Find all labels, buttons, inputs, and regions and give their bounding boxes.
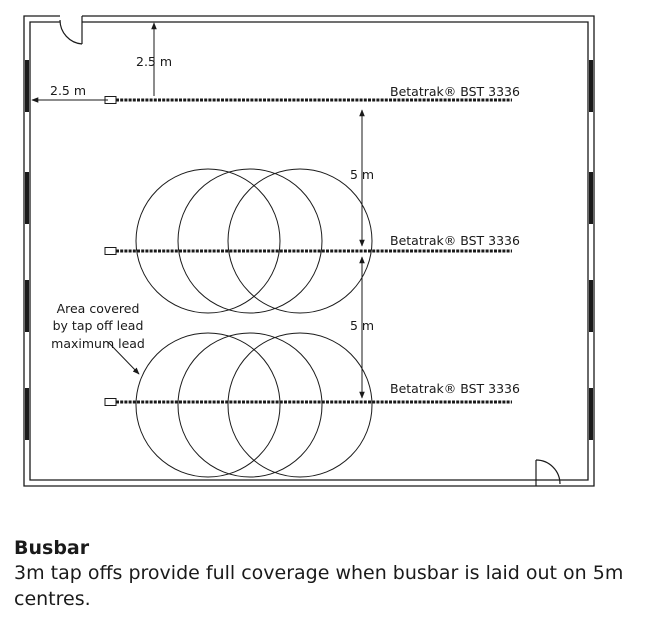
room-walls: [23, 15, 595, 487]
busbar-runs: [104, 96, 512, 406]
coverage-note-line-3: maximum lead: [51, 336, 145, 351]
door-bottom-right: [535, 459, 561, 486]
coverage-note: Area covered by tap off lead maximum lea…: [51, 301, 145, 351]
caption: Busbar 3m tap offs provide full coverage…: [14, 536, 664, 612]
wall-windows: [25, 60, 593, 440]
coverage-circle: [177, 332, 323, 478]
dimension-top-offset: 2.5 m: [136, 54, 172, 69]
dimension-spacing-1: 5 m: [350, 167, 374, 182]
coverage-circles: [135, 168, 373, 478]
busbar-3: [104, 398, 512, 406]
coverage-circle: [177, 168, 323, 314]
coverage-circle: [227, 168, 373, 314]
busbar-label-1: Betatrak® BST 3336: [390, 84, 520, 99]
dimension-left-offset: 2.5 m: [50, 83, 86, 98]
door-top-left: [59, 16, 83, 45]
coverage-circle: [135, 168, 281, 314]
feed-unit: [104, 398, 117, 406]
busbar-label-3: Betatrak® BST 3336: [390, 381, 520, 396]
coverage-circle: [227, 332, 373, 478]
dimension-lines: [31, 22, 365, 399]
caption-text: 3m tap offs provide full coverage when b…: [14, 562, 624, 610]
caption-title: Busbar: [14, 537, 90, 559]
room-layout-diagram: 2.5 m 2.5 m 5 m 5 m Betatrak® BST 3336 B…: [23, 15, 595, 487]
coverage-circle: [135, 332, 281, 478]
coverage-note-line-2: by tap off lead: [53, 318, 144, 333]
coverage-note-line-1: Area covered: [57, 301, 140, 316]
feed-unit: [104, 247, 117, 255]
busbar-2: [104, 247, 512, 255]
busbar-label-2: Betatrak® BST 3336: [390, 233, 520, 248]
dimension-spacing-2: 5 m: [350, 318, 374, 333]
